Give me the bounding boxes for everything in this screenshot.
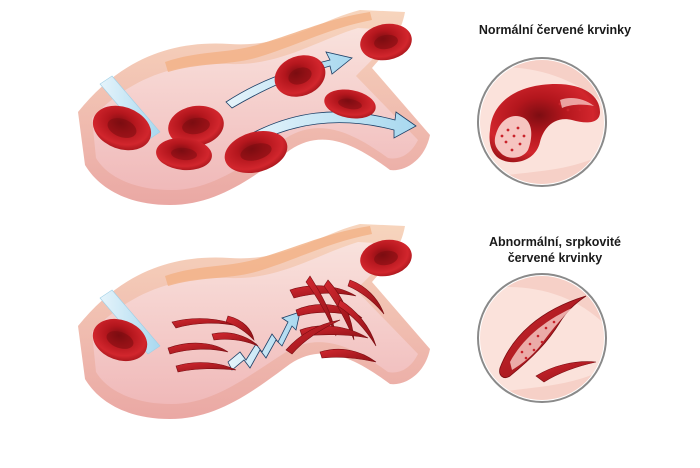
normal-vessel-top-ribbon (165, 12, 372, 72)
sickle-cells-label: Abnormální, srpkovité červené krvinky (440, 234, 670, 266)
red-blood-cell-center (171, 147, 197, 161)
red-blood-cell-center (107, 118, 137, 138)
sickle-cell (337, 299, 377, 347)
sickle-vessel (78, 224, 430, 419)
sickle-cell-zoom (477, 273, 607, 403)
sickle-cell (211, 332, 259, 347)
normal-red-cells (92, 23, 412, 174)
sickle-cell (319, 349, 377, 363)
sickle-cell (175, 362, 237, 373)
sickle-cell (225, 315, 255, 341)
red-blood-cell-center (106, 331, 134, 349)
sickle-cell (323, 279, 355, 341)
red-blood-cell-center (288, 67, 312, 85)
red-blood-cell-center (338, 98, 362, 110)
sickle-cell (285, 319, 341, 355)
sickle-vessel-top-ribbon (165, 226, 372, 286)
sickle-cell (305, 275, 337, 337)
sickle-cells-label-line2: červené krvinky (507, 251, 603, 265)
normal-cell-dots (500, 102, 588, 152)
sickle-cells (167, 275, 385, 373)
sickle-cell-cutaway (510, 308, 572, 370)
red-blood-cell-center (182, 117, 210, 135)
red-blood-cell-center (374, 34, 398, 50)
sickle-cells-label-line1: Abnormální, srpkovité (489, 235, 621, 249)
normal-cell-zoom (477, 57, 607, 187)
normal-vessel (78, 10, 430, 205)
red-blood-cell-center (374, 250, 398, 266)
sickle-cell-dots (520, 320, 556, 360)
flow-arrow (239, 111, 417, 149)
normal-cells-label: Normální červené krvinky (478, 23, 632, 37)
sickle-cell (167, 342, 229, 355)
sickle-cell (347, 279, 385, 315)
red-blood-cell-center (240, 143, 272, 161)
sickle-vessel-lumen (92, 242, 418, 404)
